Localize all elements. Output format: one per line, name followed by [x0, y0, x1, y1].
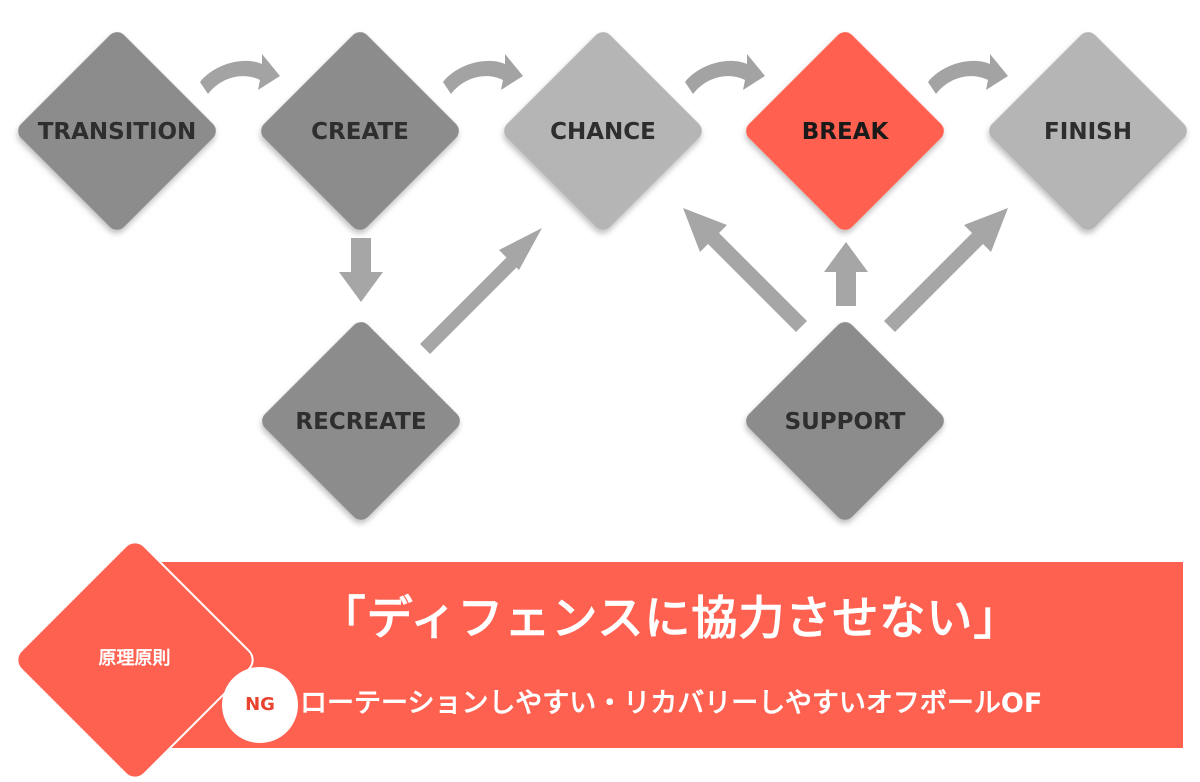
node-recreate-shape — [262, 322, 460, 520]
curved-arrow-transition-create — [200, 54, 280, 94]
node-finish-shape — [989, 32, 1187, 230]
node-chance-label: CHANCE — [550, 119, 656, 145]
arrow-recreate-to-chance — [420, 228, 542, 354]
node-create: CREATE — [261, 32, 459, 230]
node-support-shape — [746, 322, 944, 520]
curved-arrow-create-chance — [443, 54, 523, 94]
headline: 「ディフェンスに協力させない」 — [319, 591, 1021, 645]
curved-arrow-chance-break — [685, 54, 765, 94]
curved-arrow-break-finish — [928, 54, 1008, 94]
node-create-label: CREATE — [311, 119, 409, 145]
node-chance-shape — [504, 32, 702, 230]
node-finish: FINISH — [989, 32, 1187, 230]
node-break: BREAK — [746, 32, 944, 230]
node-transition-shape — [18, 32, 216, 230]
arrow-support-to-finish — [884, 208, 1008, 332]
ng-text: ローテーションしやすい・リカバリーしやすいオフボールOF — [300, 688, 1043, 719]
arrow-support-to-chance — [683, 208, 807, 332]
node-transition-label: TRANSITION — [38, 119, 197, 145]
arrow-create-to-recreate — [339, 238, 383, 302]
arrow-support-to-break — [824, 242, 868, 306]
principle-label: 原理原則 — [98, 648, 171, 669]
node-create-shape — [261, 32, 459, 230]
node-chance: CHANCE — [504, 32, 702, 230]
node-recreate-label: RECREATE — [295, 409, 426, 435]
node-transition: TRANSITION — [18, 32, 216, 230]
node-break-label: BREAK — [802, 119, 890, 145]
flow-diagram: TRANSITION CREATE CHANCE BREAK FINISH RECREAT… — [18, 32, 1187, 520]
principle-banner — [135, 562, 1183, 748]
node-support-label: SUPPORT — [785, 409, 906, 435]
node-recreate: RECREATE — [262, 322, 460, 520]
node-break-shape — [746, 32, 944, 230]
node-finish-label: FINISH — [1044, 119, 1132, 145]
node-support: SUPPORT — [746, 322, 944, 520]
ng-badge: NG — [222, 667, 298, 743]
